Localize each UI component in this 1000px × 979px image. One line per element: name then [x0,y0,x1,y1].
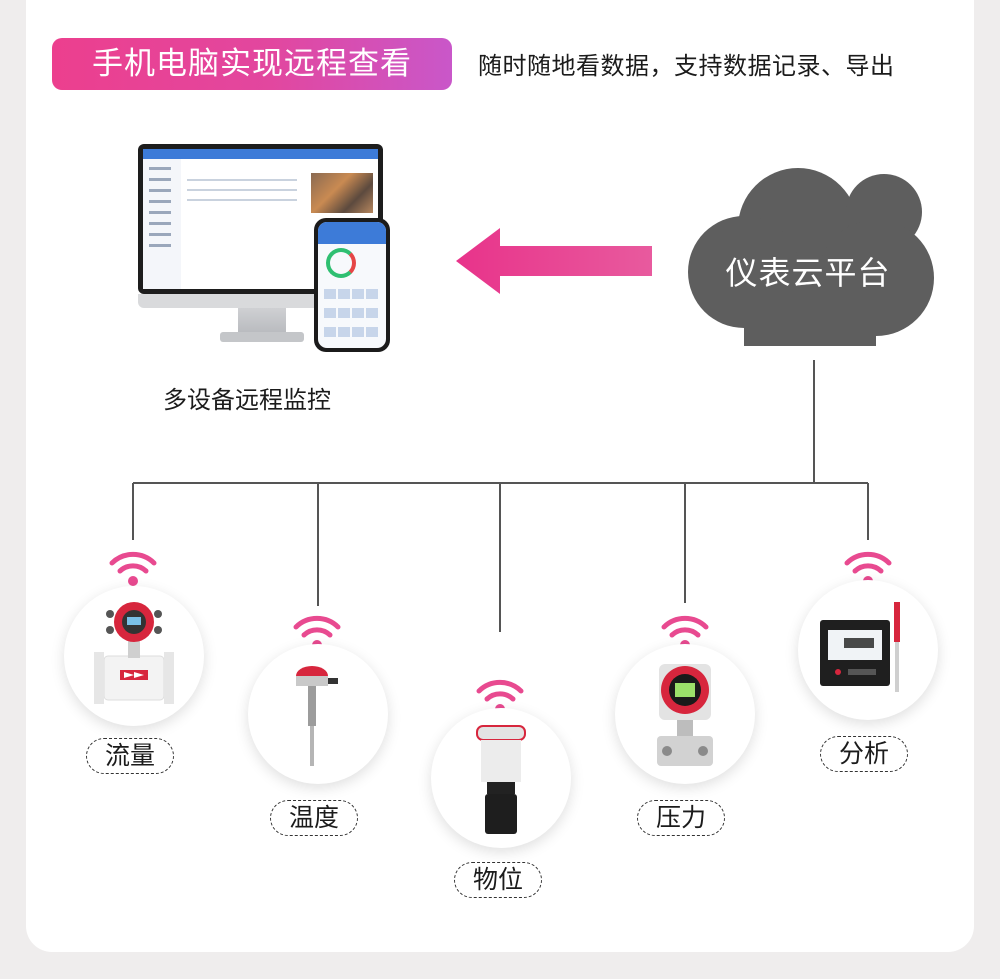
device-label-pressure: 压力 [637,800,726,836]
monitor-caption: 多设备远程监控 [163,386,331,414]
pressure-transmitter-icon [657,664,713,766]
page-title: 手机电脑实现远程查看 [52,38,452,90]
analyzer-icon [820,602,900,692]
temperature-sensor-icon [296,666,338,766]
smartphone-icon [314,218,390,352]
device-circle-analysis [798,580,938,720]
device-label-temperature: 温度 [270,800,359,836]
cloud-label: 仪表云平台 [725,254,891,292]
arrow-left-icon [456,228,652,294]
device-circle-temperature [248,644,388,784]
device-label-level: 物位 [454,862,543,898]
flowmeter-icon [94,602,174,704]
cloud-icon [688,168,934,346]
wifi-icon [109,551,157,586]
device-label-analysis: 分析 [820,736,909,772]
device-circle-pressure [615,644,755,784]
device-label-flow: 流量 [86,738,175,774]
device-circle-flow [64,586,204,726]
page-subtitle: 随时随地看数据，支持数据记录、导出 [478,52,895,80]
level-sensor-icon [476,725,526,834]
device-circle-level [431,708,571,848]
